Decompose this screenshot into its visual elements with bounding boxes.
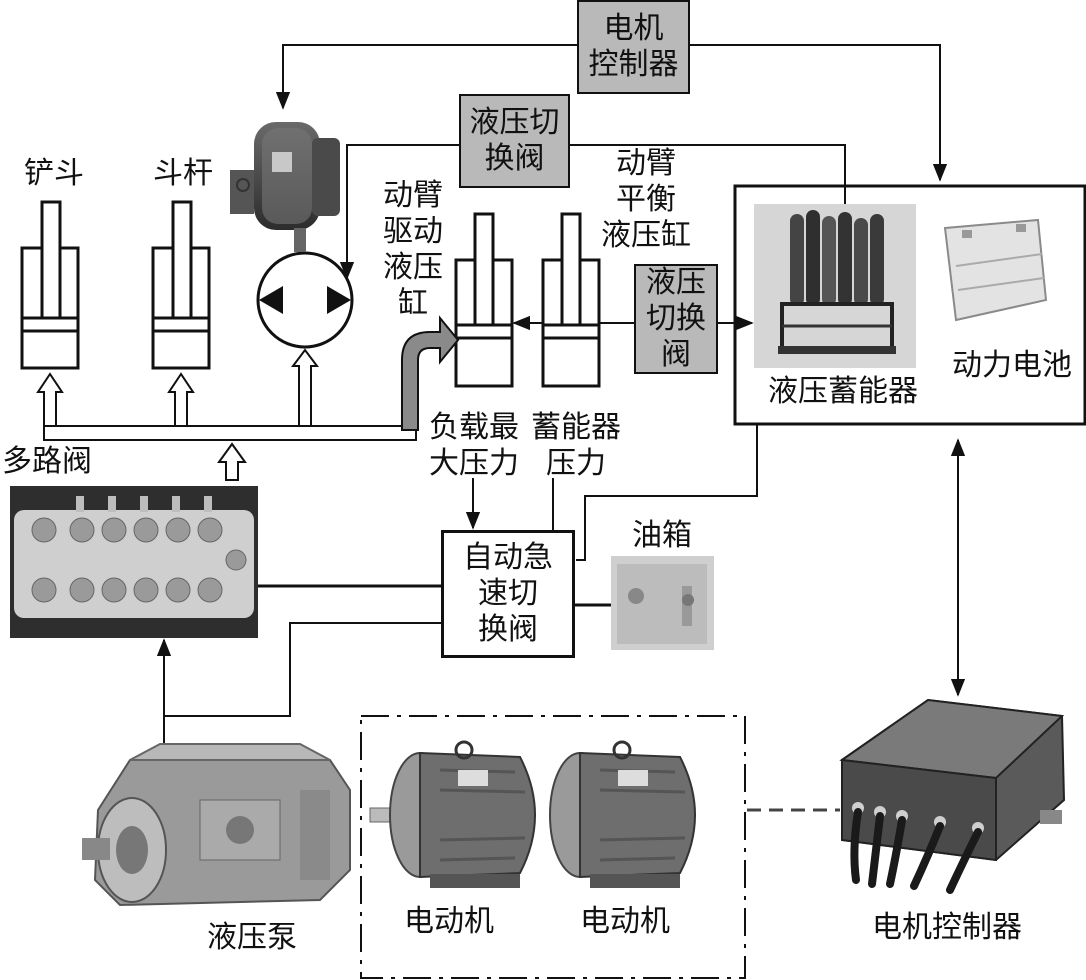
pump-to-multiway-line (156, 622, 441, 760)
motor-controller-bottom-label: 电机控制器 (872, 910, 1022, 945)
switch-valve-to-accumulator-line (570, 144, 846, 225)
power-battery-image (943, 218, 1048, 322)
controller-to-battery-line (690, 44, 948, 182)
accumulator-to-valve-line (576, 424, 758, 561)
electric-motor-1-image (369, 740, 536, 888)
boom-balance-cylinder (541, 212, 601, 388)
multiway-valve-label: 多路阀 (2, 444, 92, 479)
multiway-valve-image (10, 486, 258, 638)
stick-cylinder (151, 200, 211, 370)
hydraulic-switch-valve-mid-box: 液压 切换 阀 (634, 264, 718, 374)
motor-controller-image (839, 698, 1066, 894)
electric-motor-image (230, 122, 340, 252)
manifold-open-arrows (36, 348, 319, 481)
hydraulic-accumulator-image (754, 204, 916, 368)
oil-tank-label: 油箱 (632, 518, 692, 553)
hydraulic-pump-image (82, 743, 351, 907)
bucket-cylinder (20, 200, 80, 370)
boom-balance-cylinder-label: 动臂 平衡 液压缸 (601, 146, 691, 253)
curved-flow-arrow (401, 315, 460, 431)
boom-drive-cylinder (454, 212, 514, 388)
accumulator-pressure-label: 蓄能器 压力 (531, 410, 621, 481)
hydraulic-motor-symbol (256, 251, 354, 349)
multiway-manifold (43, 425, 417, 441)
electric-motor-2-image (549, 740, 696, 888)
bucket-label: 铲斗 (24, 156, 84, 191)
motor-2-label: 电动机 (580, 904, 670, 939)
hydraulic-switch-valve-top-box: 液压切 换阀 (459, 94, 570, 188)
stick-label: 斗杆 (153, 156, 213, 191)
switch-valve-to-pump-line (339, 144, 459, 280)
boom-drive-cylinder-label: 动臂 驱动 液压 缸 (383, 178, 443, 321)
motor-1-label: 电动机 (404, 904, 494, 939)
auto-emergency-switch-valve-box: 自动急 速切 换阀 (441, 530, 575, 658)
oil-tank-image (611, 556, 714, 650)
hydraulic-accumulator-label: 液压蓄能器 (768, 374, 918, 409)
motor-controller-top-box: 电机 控制器 (577, 0, 690, 94)
controller-to-motor-line (275, 44, 577, 110)
motors-enclosure (360, 715, 746, 979)
load-max-pressure-label: 负载最 大压力 (429, 410, 519, 481)
hydraulic-pump-label: 液压泵 (207, 920, 297, 955)
energy-storage-box (733, 184, 1086, 426)
power-battery-label: 动力电池 (952, 348, 1072, 383)
